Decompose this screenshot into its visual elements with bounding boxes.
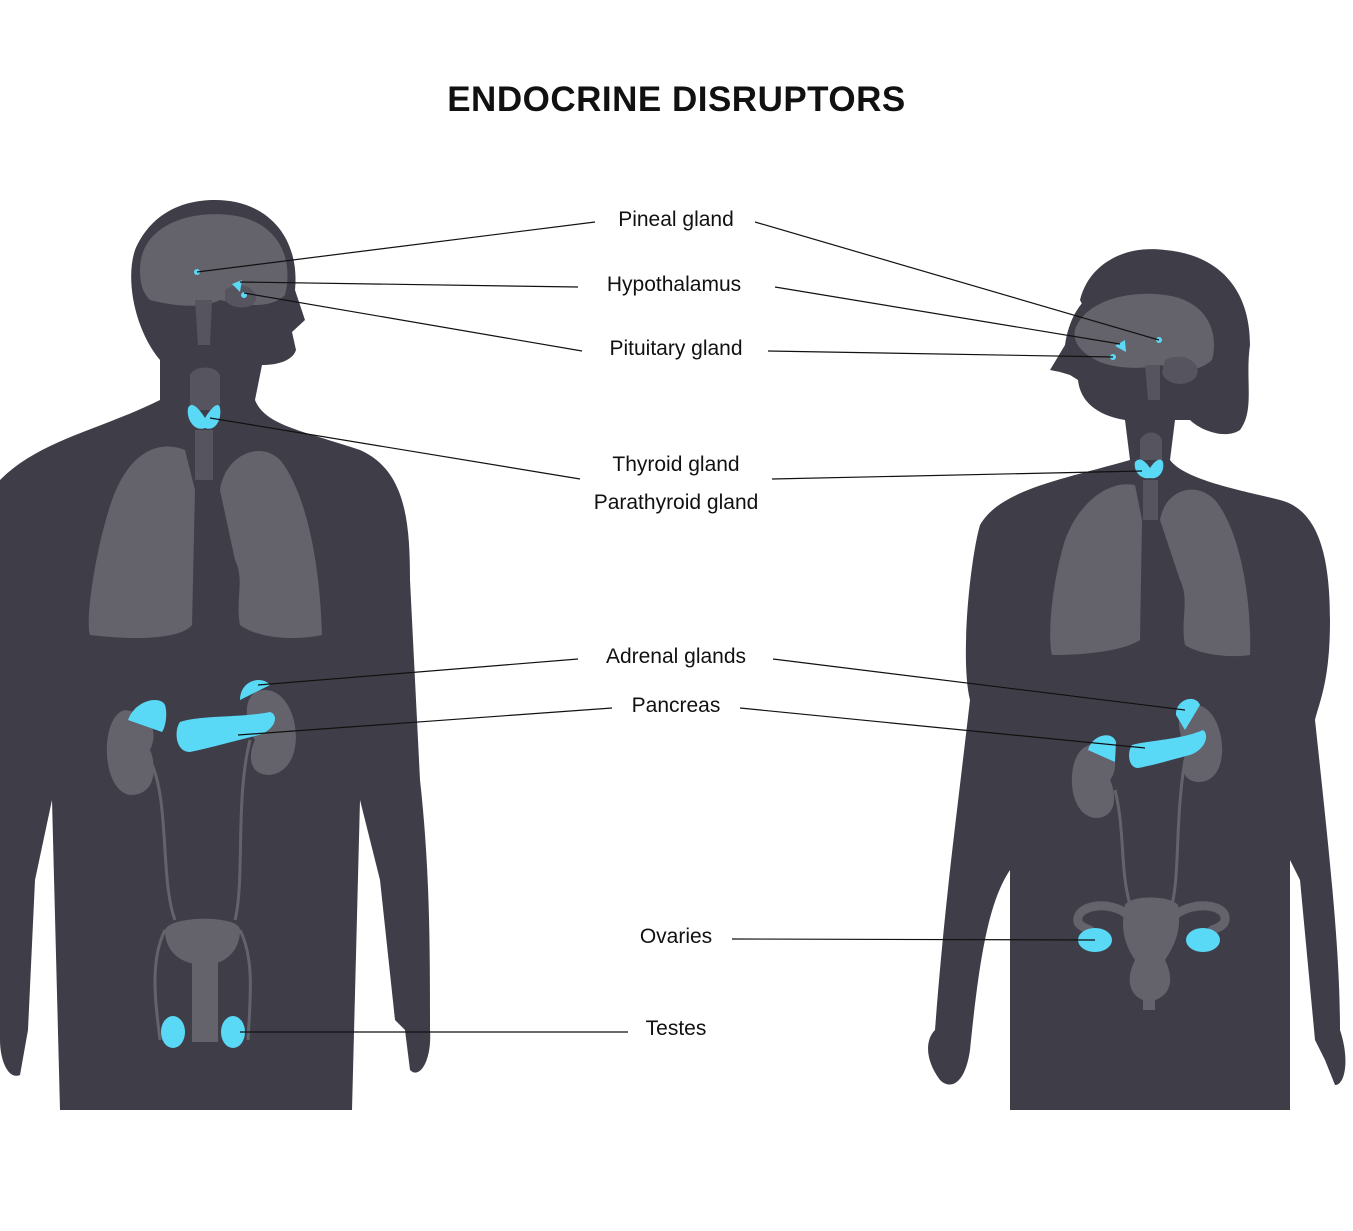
female-lung-left (1160, 489, 1251, 657)
label-hypothalamus: Hypothalamus (606, 273, 742, 296)
label-pancreas: Pancreas (631, 694, 721, 717)
female-brainstem (1145, 365, 1160, 400)
leader-lines (196, 221, 1186, 1033)
label-ovaries: Ovaries (639, 925, 713, 948)
female-hypothalamus (1115, 340, 1126, 352)
female-pancreas (1129, 730, 1207, 768)
male-silhouette (0, 200, 431, 1110)
female-fallopian-tubes (1073, 901, 1230, 935)
male-lung-left (220, 451, 322, 638)
male-figure (0, 200, 431, 1110)
male-brain (140, 214, 288, 306)
female-trachea (1140, 432, 1162, 520)
female-kidney-right (1071, 745, 1116, 818)
male-kidney-right (106, 710, 154, 795)
male-ureters (148, 739, 252, 921)
label-parathyroid-gland: Parathyroid gland (593, 491, 759, 514)
male-hypothalamus (232, 280, 242, 292)
label-adrenal-glands: Adrenal glands (605, 645, 747, 668)
female-thyroid (1134, 459, 1164, 479)
female-adrenal-left (1175, 698, 1200, 730)
male-brainstem (195, 300, 212, 345)
testis-left (221, 1016, 245, 1048)
female-brain (1074, 293, 1215, 370)
label-testes: Testes (645, 1017, 707, 1040)
male-cerebellum (225, 285, 257, 308)
female-ureters (1113, 759, 1187, 906)
ovary-left (1186, 928, 1220, 952)
female-adrenal-right (1088, 735, 1116, 762)
female-silhouette (928, 292, 1346, 1110)
male-vas (153, 929, 252, 1041)
male-bladder (165, 918, 240, 965)
female-cerebellum (1162, 356, 1198, 384)
diagram-title: ENDOCRINE DISRUPTORS (447, 80, 906, 119)
female-uterus (1123, 897, 1180, 1010)
male-adrenal-right (128, 700, 167, 732)
female-lung-right (1050, 484, 1142, 655)
female-figure (928, 249, 1346, 1110)
label-pineal-gland: Pineal gland (618, 208, 734, 231)
label-pituitary-gland: Pituitary gland (609, 337, 743, 360)
male-pancreas (176, 712, 275, 752)
label-thyroid-gland: Thyroid gland (612, 453, 740, 476)
male-trachea (190, 367, 220, 480)
male-thyroid (187, 405, 221, 429)
male-lung-right (88, 446, 195, 638)
testis-right (161, 1016, 185, 1048)
male-penis (192, 960, 218, 1042)
